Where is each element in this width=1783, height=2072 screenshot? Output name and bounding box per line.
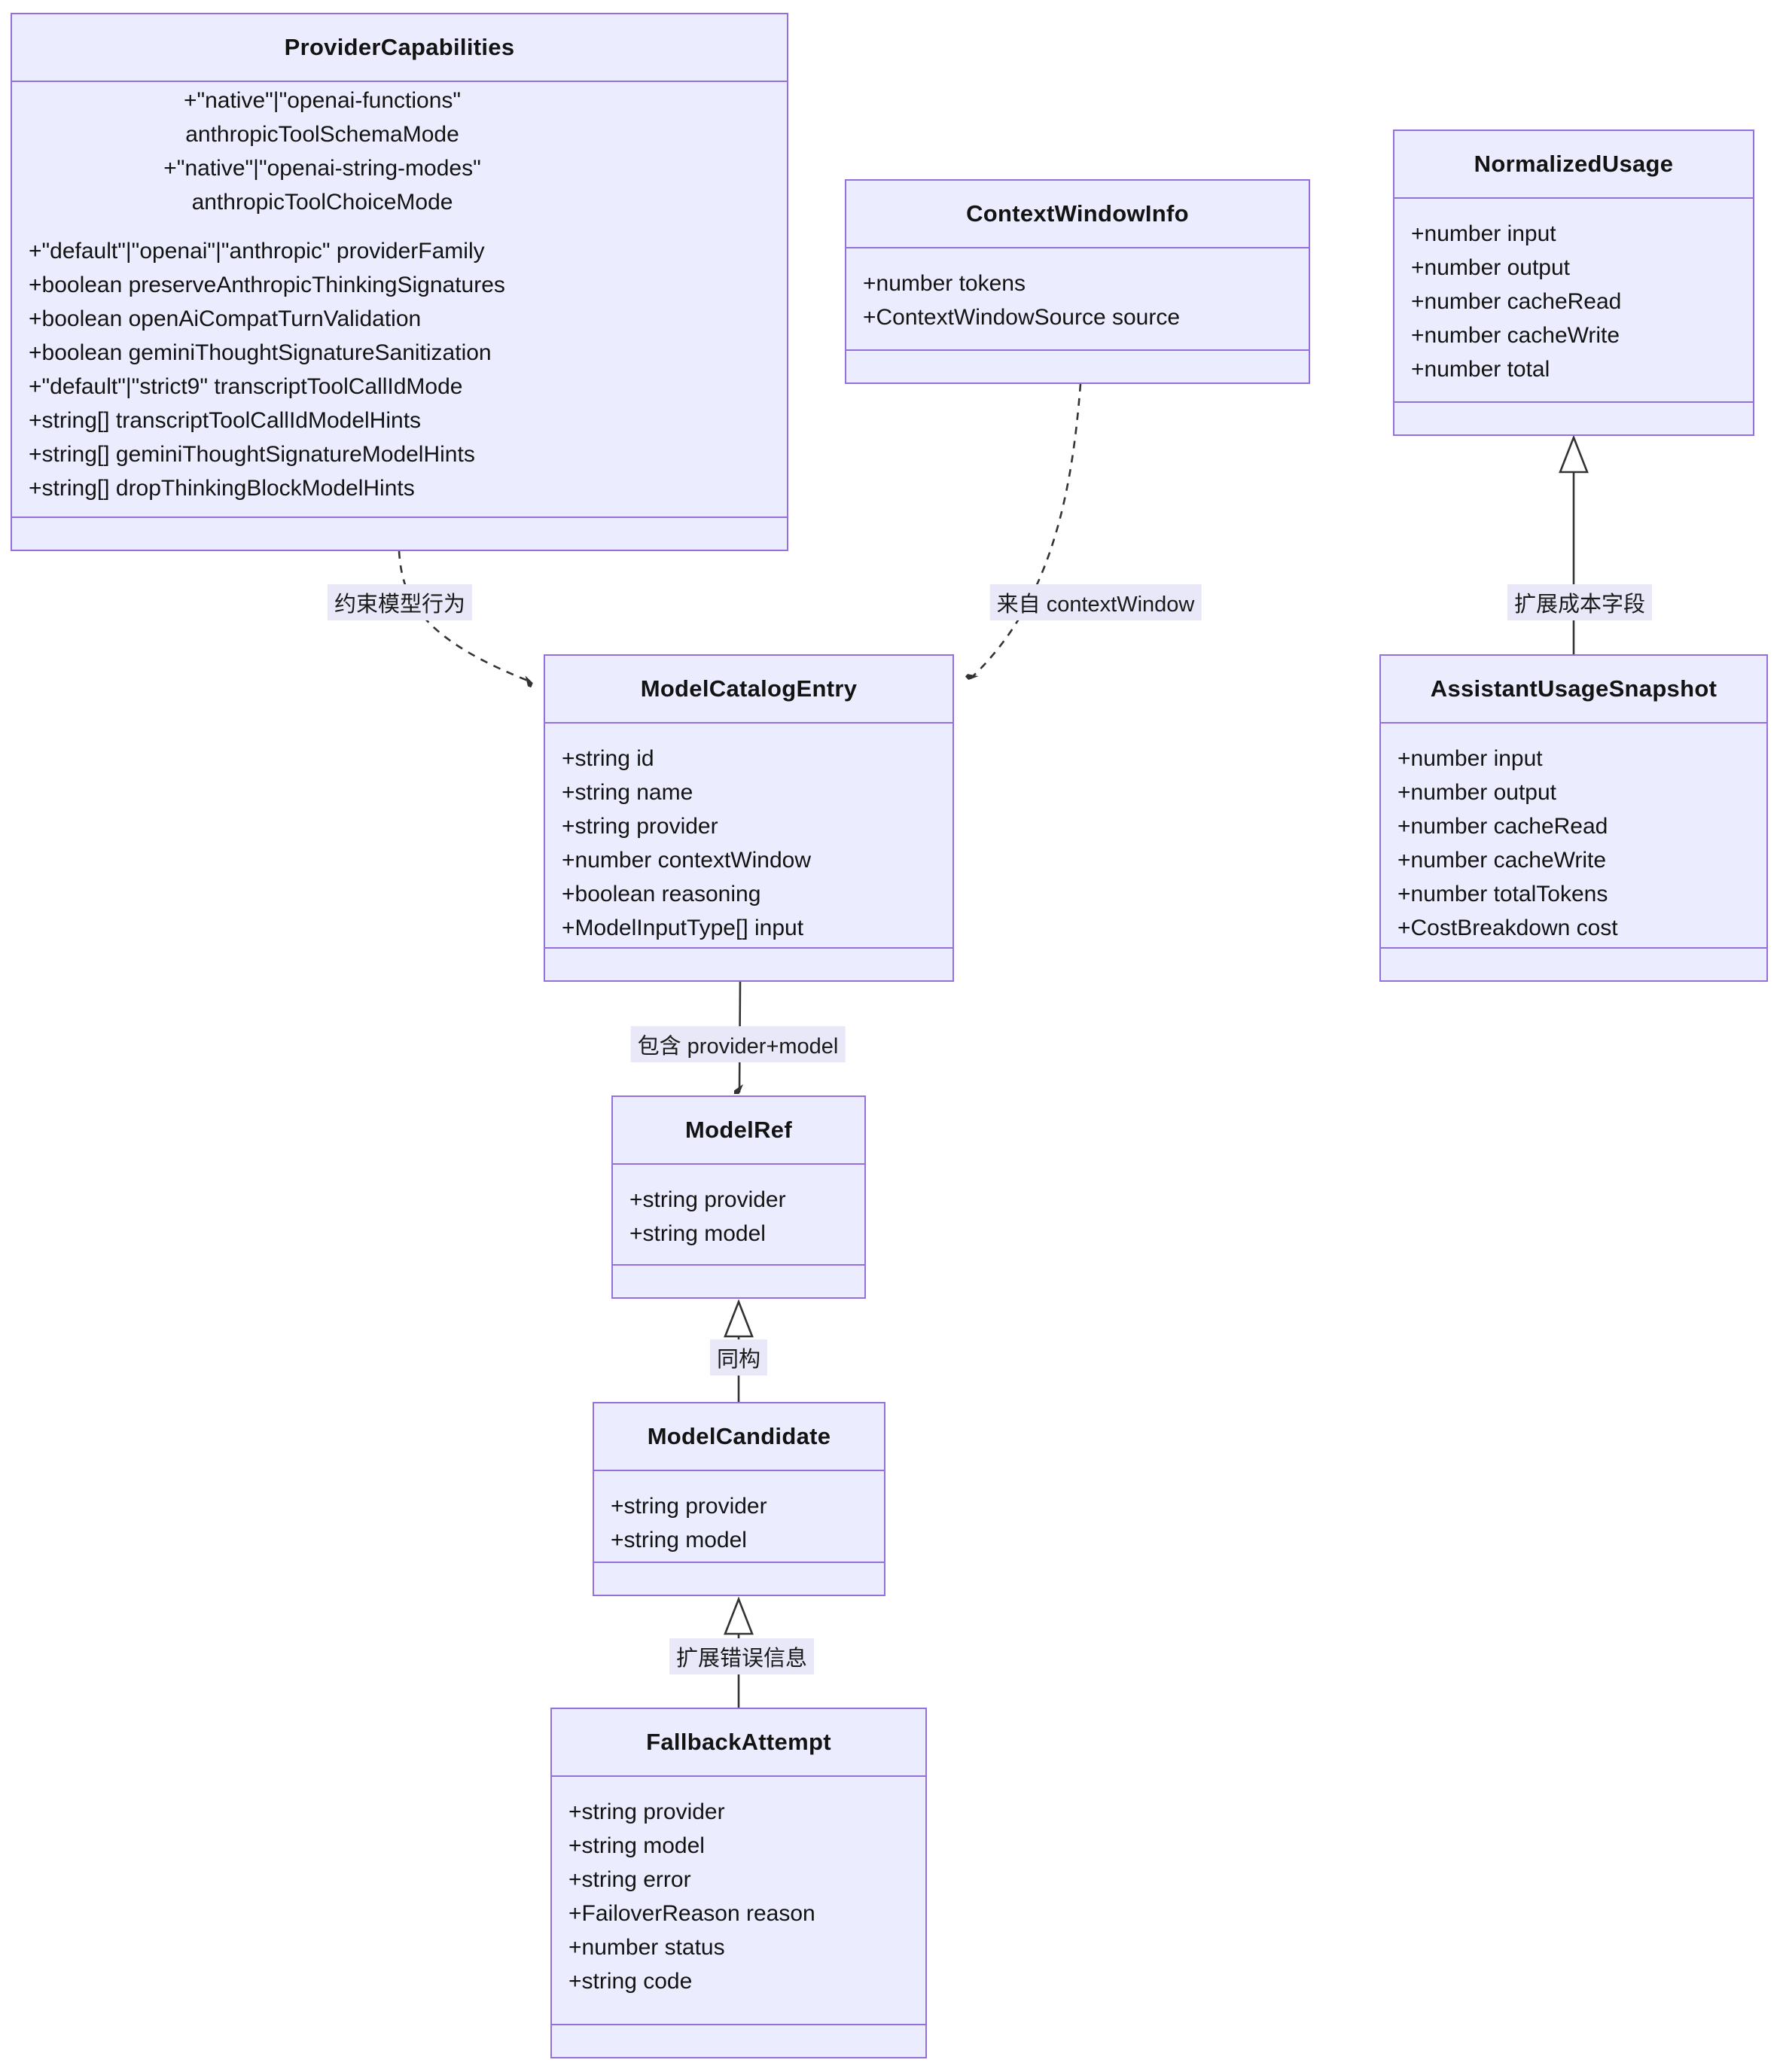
attributes-compartment: +string provider +string model +string e… xyxy=(552,1777,925,2024)
class-title: ModelCandidate xyxy=(594,1403,884,1471)
class-member: +"default"|"strict9" transcriptToolCallI… xyxy=(29,373,463,399)
methods-compartment xyxy=(12,516,787,550)
class-member: +number input xyxy=(1397,745,1543,771)
methods-compartment xyxy=(552,2024,925,2057)
methods-compartment xyxy=(594,1562,884,1595)
class-title: FallbackAttempt xyxy=(552,1709,925,1777)
class-member: +number output xyxy=(1411,254,1570,280)
class-title: ProviderCapabilities xyxy=(12,14,787,82)
class-member: +string provider xyxy=(562,813,718,839)
inheritance-triangle-modelref xyxy=(724,1299,754,1338)
class-title: NormalizedUsage xyxy=(1394,131,1753,199)
class-model-ref: ModelRef +string provider +string model xyxy=(611,1095,866,1299)
class-member: +string[] transcriptToolCallIdModelHints xyxy=(29,407,422,433)
class-member: +number cacheRead xyxy=(1411,288,1622,314)
class-member: +string provider xyxy=(568,1799,725,1824)
edge-label-extends-error-info: 扩展错误信息 xyxy=(669,1638,815,1674)
class-member: +number totalTokens xyxy=(1397,881,1608,906)
methods-compartment xyxy=(1394,401,1753,434)
class-member: +string error xyxy=(568,1866,691,1892)
class-member: +boolean preserveAnthropicThinkingSignat… xyxy=(29,272,505,297)
inheritance-triangle-modelcandidate xyxy=(724,1596,754,1635)
class-member: +"native"|"openai-functions" xyxy=(183,87,462,113)
class-member: +number total xyxy=(1411,356,1550,382)
edge-label-constrains-model-behavior: 约束模型行为 xyxy=(327,584,473,620)
class-member: +number cacheWrite xyxy=(1411,322,1620,348)
class-member: +boolean geminiThoughtSignatureSanitizat… xyxy=(29,340,492,365)
class-member: +string model xyxy=(629,1220,766,1246)
class-member: +number status xyxy=(568,1934,725,1960)
edge-label-from-context-window: 来自 contextWindow xyxy=(989,584,1202,620)
class-member: +number contextWindow xyxy=(562,847,811,873)
class-member: +string[] dropThinkingBlockModelHints xyxy=(29,475,415,501)
class-member: anthropicToolSchemaMode xyxy=(185,121,459,147)
class-member: +number cacheWrite xyxy=(1397,847,1607,873)
class-member: +boolean openAiCompatTurnValidation xyxy=(29,306,422,331)
methods-compartment xyxy=(545,947,952,980)
class-member: +string provider xyxy=(629,1187,786,1212)
class-member: +string code xyxy=(568,1968,693,1994)
methods-compartment xyxy=(846,349,1309,382)
class-fallback-attempt: FallbackAttempt +string provider +string… xyxy=(550,1708,927,2058)
attributes-compartment: +number input +number output +number cac… xyxy=(1394,199,1753,401)
class-member: +string provider xyxy=(611,1493,767,1519)
methods-compartment xyxy=(1381,947,1766,980)
class-title: AssistantUsageSnapshot xyxy=(1381,656,1766,724)
attributes-compartment: +string provider +string model xyxy=(594,1471,884,1562)
edge-label-contains-provider-model: 包含 provider+model xyxy=(630,1026,846,1062)
class-member: +ModelInputType[] input xyxy=(562,915,804,940)
attributes-compartment: +number tokens +ContextWindowSource sour… xyxy=(846,248,1309,349)
class-model-catalog-entry: ModelCatalogEntry +string id +string nam… xyxy=(544,654,954,982)
class-context-window-info: ContextWindowInfo +number tokens +Contex… xyxy=(845,179,1310,384)
attributes-compartment: +string provider +string model xyxy=(613,1165,864,1264)
class-member: +string model xyxy=(611,1527,747,1552)
wrapped-member-group: +"native"|"openai-functions" anthropicTo… xyxy=(29,84,616,219)
class-member: +FailoverReason reason xyxy=(568,1900,815,1926)
methods-compartment xyxy=(613,1264,864,1297)
class-member: +string model xyxy=(568,1833,705,1858)
class-member: +"default"|"openai"|"anthropic" provider… xyxy=(29,238,485,264)
class-member: +number cacheRead xyxy=(1397,813,1608,839)
class-member: +number output xyxy=(1397,779,1556,805)
class-title: ModelCatalogEntry xyxy=(545,656,952,724)
class-title: ModelRef xyxy=(613,1097,864,1165)
class-assistant-usage-snapshot: AssistantUsageSnapshot +number input +nu… xyxy=(1379,654,1768,982)
edge-label-extends-cost-fields: 扩展成本字段 xyxy=(1507,584,1653,620)
class-member: +ContextWindowSource source xyxy=(863,304,1181,330)
edge-contextwindowinfo-to-modelcatalogentry xyxy=(970,383,1082,679)
class-member: +number tokens xyxy=(863,270,1026,296)
class-member: +string id xyxy=(562,745,654,771)
class-member: +boolean reasoning xyxy=(562,881,761,906)
inheritance-triangle-normalizedusage xyxy=(1559,434,1589,474)
attributes-compartment: +number input +number output +number cac… xyxy=(1381,724,1766,947)
edge-label-isomorphic: 同构 xyxy=(709,1339,768,1376)
class-normalized-usage: NormalizedUsage +number input +number ou… xyxy=(1393,130,1754,436)
class-model-candidate: ModelCandidate +string provider +string … xyxy=(593,1402,885,1596)
attributes-compartment: +string id +string name +string provider… xyxy=(545,724,952,947)
class-title: ContextWindowInfo xyxy=(846,181,1309,248)
class-member: anthropicToolChoiceMode xyxy=(191,189,453,215)
class-member: +number input xyxy=(1411,221,1556,246)
class-member: +string[] geminiThoughtSignatureModelHin… xyxy=(29,441,475,467)
class-provider-capabilities: ProviderCapabilities +"native"|"openai-f… xyxy=(11,13,788,551)
class-member: +string name xyxy=(562,779,693,805)
class-member: +CostBreakdown cost xyxy=(1397,915,1618,940)
attributes-compartment: +"native"|"openai-functions" anthropicTo… xyxy=(12,82,787,516)
class-member: +"native"|"openai-string-modes" xyxy=(163,155,481,181)
